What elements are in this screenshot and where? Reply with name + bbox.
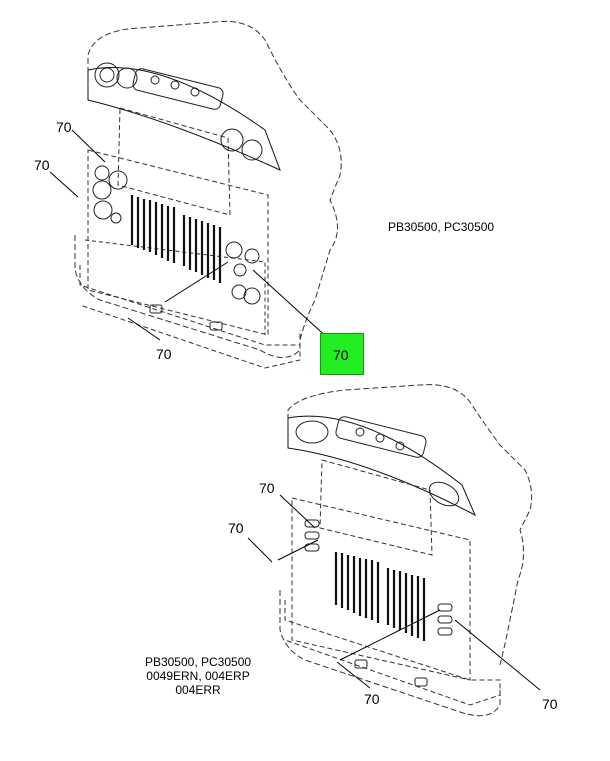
top-model-caption: PB30500, PC30500 bbox=[388, 220, 495, 234]
bottom-caption-line-2: 0049ERN, 004ERP bbox=[146, 669, 250, 683]
bottom-caption-line-3: 004ERR bbox=[175, 683, 221, 697]
top-vehicle-front-illustration bbox=[49, 20, 342, 369]
bottom-model-caption: PB30500, PC30500 0049ERN, 004ERP 004ERR bbox=[138, 655, 258, 697]
callout-bottom-1: 70 bbox=[259, 480, 275, 496]
callout-top-3: 70 bbox=[156, 346, 172, 362]
callout-bottom-4: 70 bbox=[542, 696, 558, 712]
highlighted-callout-box bbox=[320, 333, 364, 375]
callout-top-highlighted: 70 bbox=[333, 347, 349, 363]
callout-bottom-3: 70 bbox=[364, 691, 380, 707]
callout-bottom-2: 70 bbox=[228, 520, 244, 536]
bottom-vehicle-front-illustration bbox=[247, 384, 541, 717]
bottom-caption-line-1: PB30500, PC30500 bbox=[144, 655, 252, 669]
callout-top-2: 70 bbox=[34, 157, 50, 173]
callout-top-1: 70 bbox=[56, 119, 72, 135]
